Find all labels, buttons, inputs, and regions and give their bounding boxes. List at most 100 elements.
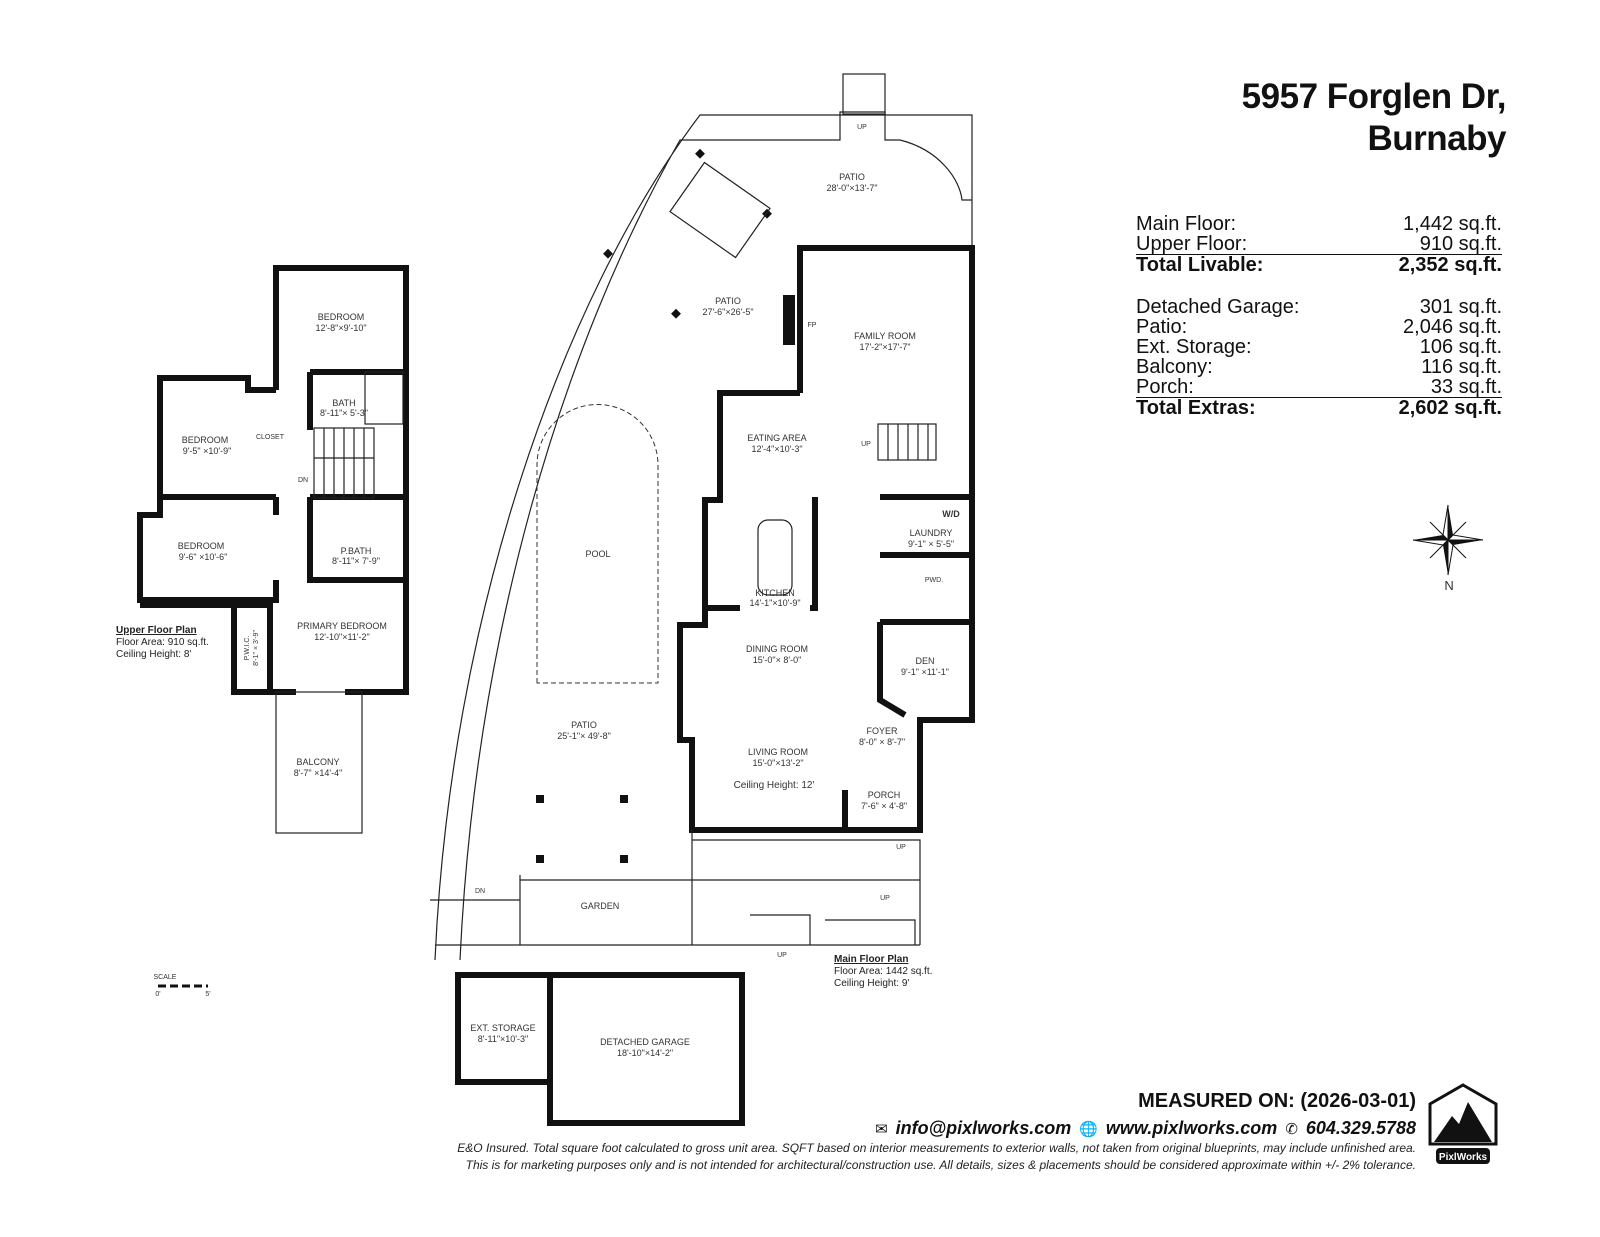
caption-title: Upper Floor Plan bbox=[116, 625, 197, 636]
washer-dryer-label: W/D bbox=[942, 509, 960, 519]
area-row: Porch:33 sq.ft. bbox=[1136, 377, 1502, 397]
room-dims: 18'-10"×14'-2" bbox=[617, 1048, 673, 1058]
room-dims: 25'-1"× 49'-8" bbox=[557, 731, 611, 741]
room-dims: 8'-1" × 3'-9" bbox=[253, 630, 260, 666]
room-dims: 15'-0"×13'-2" bbox=[752, 758, 803, 768]
envelope-icon: ✉ bbox=[875, 1120, 888, 1138]
room-name: KITCHEN bbox=[755, 588, 795, 598]
room-dims: 27'-6"×26'-5" bbox=[702, 307, 753, 317]
area-label: Total Livable: bbox=[1136, 254, 1264, 276]
scale-end: 5' bbox=[205, 991, 210, 998]
area-row: Patio:2,046 sq.ft. bbox=[1136, 317, 1502, 337]
room-name: PATIO bbox=[715, 296, 741, 306]
patio-boundary bbox=[434, 111, 973, 961]
room-name: DEN bbox=[915, 656, 934, 666]
area-label: Ext. Storage: bbox=[1136, 336, 1252, 358]
room-dims: 8'-0" × 8'-7" bbox=[859, 737, 905, 747]
pool-outline bbox=[536, 404, 659, 684]
area-label: Porch: bbox=[1136, 376, 1194, 398]
room-name: P.BATH bbox=[341, 546, 372, 556]
ceiling-height: Ceiling Height: 12' bbox=[734, 780, 815, 791]
stairs-down-label: DN bbox=[475, 888, 485, 895]
upper-floor-walls bbox=[137, 265, 409, 695]
caption-title: Main Floor Plan bbox=[834, 954, 909, 965]
scale-start: 0' bbox=[155, 991, 160, 998]
caption-area: Floor Area: 1442 sq.ft. bbox=[834, 966, 933, 977]
area-row: Balcony:116 sq.ft. bbox=[1136, 357, 1502, 377]
powder-room-label: PWD. bbox=[925, 577, 943, 584]
room-dims: 12'-8"×9'-10" bbox=[315, 323, 366, 333]
caption-ceiling: Ceiling Height: 9' bbox=[834, 978, 910, 989]
email-link[interactable]: info@pixlworks.com bbox=[895, 1118, 1072, 1138]
room-dims: 12'-4"×10'-3" bbox=[751, 444, 802, 454]
area-total-row: Total Extras: 2,602 sq.ft. bbox=[1136, 397, 1502, 418]
room-dims: 15'-0"× 8'-0" bbox=[753, 655, 802, 665]
area-row: Upper Floor: 910 sq.ft. bbox=[1136, 234, 1502, 254]
area-summary: Main Floor:1,442 sq.ft. Upper Floor:910 … bbox=[1136, 214, 1502, 418]
room-dims: 9'-1" ×11'-1" bbox=[901, 667, 949, 677]
room-dims: 8'-11"×10'-3" bbox=[478, 1034, 528, 1044]
caption-ceiling: Ceiling Height: 8' bbox=[116, 649, 192, 660]
room-name: FAMILY ROOM bbox=[854, 331, 916, 341]
room-dims: 28'-0"×13'-7" bbox=[826, 183, 877, 193]
area-label: Balcony: bbox=[1136, 356, 1213, 378]
room-dims: 8'-7" ×14'-4" bbox=[294, 768, 343, 778]
measured-date: MEASURED ON: (2026-03-01) bbox=[1138, 1090, 1416, 1112]
fireplace-chimney bbox=[783, 295, 795, 345]
shower bbox=[364, 371, 404, 425]
room-dims: 8'-11"× 5'-3" bbox=[320, 408, 368, 418]
storage-garage-walls bbox=[455, 972, 745, 1126]
address-line-2: Burnaby bbox=[1367, 119, 1507, 158]
room-name: BEDROOM bbox=[182, 435, 229, 445]
area-label: Main Floor: bbox=[1136, 213, 1237, 235]
room-name: PRIMARY BEDROOM bbox=[297, 621, 387, 631]
room-dims: 7'-6" × 4'-8" bbox=[861, 801, 907, 811]
room-name: BATH bbox=[332, 398, 355, 408]
main-floor-walls bbox=[677, 245, 975, 833]
room-name: PORCH bbox=[868, 790, 901, 800]
room-name: DETACHED GARAGE bbox=[600, 1037, 690, 1047]
area-value: 2,602 sq.ft. bbox=[1398, 397, 1502, 419]
room-name: PATIO bbox=[839, 172, 865, 182]
fireplace-label: FP bbox=[808, 322, 817, 329]
room-dims: 14'-1"×10'-9" bbox=[749, 598, 800, 608]
area-label: Upper Floor: bbox=[1136, 233, 1248, 255]
yard-lines bbox=[430, 830, 921, 946]
scale-label: SCALE bbox=[154, 974, 177, 981]
disclaimer-line-1: E&O Insured. Total square foot calculate… bbox=[457, 1141, 1416, 1155]
phone-number[interactable]: 604.329.5788 bbox=[1305, 1118, 1416, 1138]
room-name: FOYER bbox=[866, 726, 898, 736]
area-label: Patio: bbox=[1136, 316, 1188, 338]
pixlworks-logo: PixlWorks bbox=[1428, 1083, 1498, 1164]
property-address: 5957 Forglen Dr, Burnaby bbox=[1241, 76, 1507, 160]
room-name: P.W.I.C. bbox=[244, 636, 251, 661]
stairs-up-label: UP bbox=[777, 952, 787, 959]
caption-area: Floor Area: 910 sq.ft. bbox=[116, 637, 209, 648]
area-label: Total Extras: bbox=[1136, 397, 1256, 419]
phone-icon: ✆ bbox=[1285, 1120, 1298, 1138]
upper-stairs bbox=[313, 427, 375, 499]
main-stairs bbox=[877, 423, 937, 461]
area-value: 910 sq.ft. bbox=[1419, 233, 1502, 255]
compass-rose-icon: N bbox=[1412, 504, 1484, 593]
room-name: BEDROOM bbox=[178, 541, 225, 551]
address-line-1: 5957 Forglen Dr, bbox=[1241, 77, 1507, 116]
main-floor-plan: PATIO 28'-0"×13'-7" PATIO 27'-6"×26'-5" … bbox=[430, 73, 975, 1126]
room-name: BALCONY bbox=[296, 757, 339, 767]
room-name: PATIO bbox=[571, 720, 597, 730]
garden-label: GARDEN bbox=[581, 901, 620, 911]
balcony-outline bbox=[275, 691, 363, 834]
kitchen-island bbox=[757, 519, 793, 596]
disclaimer-line-2: This is for marketing purposes only and … bbox=[465, 1158, 1416, 1172]
stairs-up-label: UP bbox=[880, 895, 890, 902]
room-name: LIVING ROOM bbox=[748, 747, 808, 757]
area-value: 106 sq.ft. bbox=[1419, 336, 1502, 358]
room-dims: 8'-11"× 7'-9" bbox=[332, 556, 380, 566]
room-name: DINING ROOM bbox=[746, 644, 808, 654]
area-total-row: Total Livable:2,352 sq.ft. bbox=[1136, 254, 1502, 275]
globe-icon: 🌐 bbox=[1079, 1120, 1098, 1138]
main-floor-caption: Main Floor Plan Floor Area: 1442 sq.ft. … bbox=[834, 954, 932, 990]
svg-text:PixlWorks: PixlWorks bbox=[1439, 1152, 1488, 1163]
website-link[interactable]: www.pixlworks.com bbox=[1105, 1118, 1278, 1138]
